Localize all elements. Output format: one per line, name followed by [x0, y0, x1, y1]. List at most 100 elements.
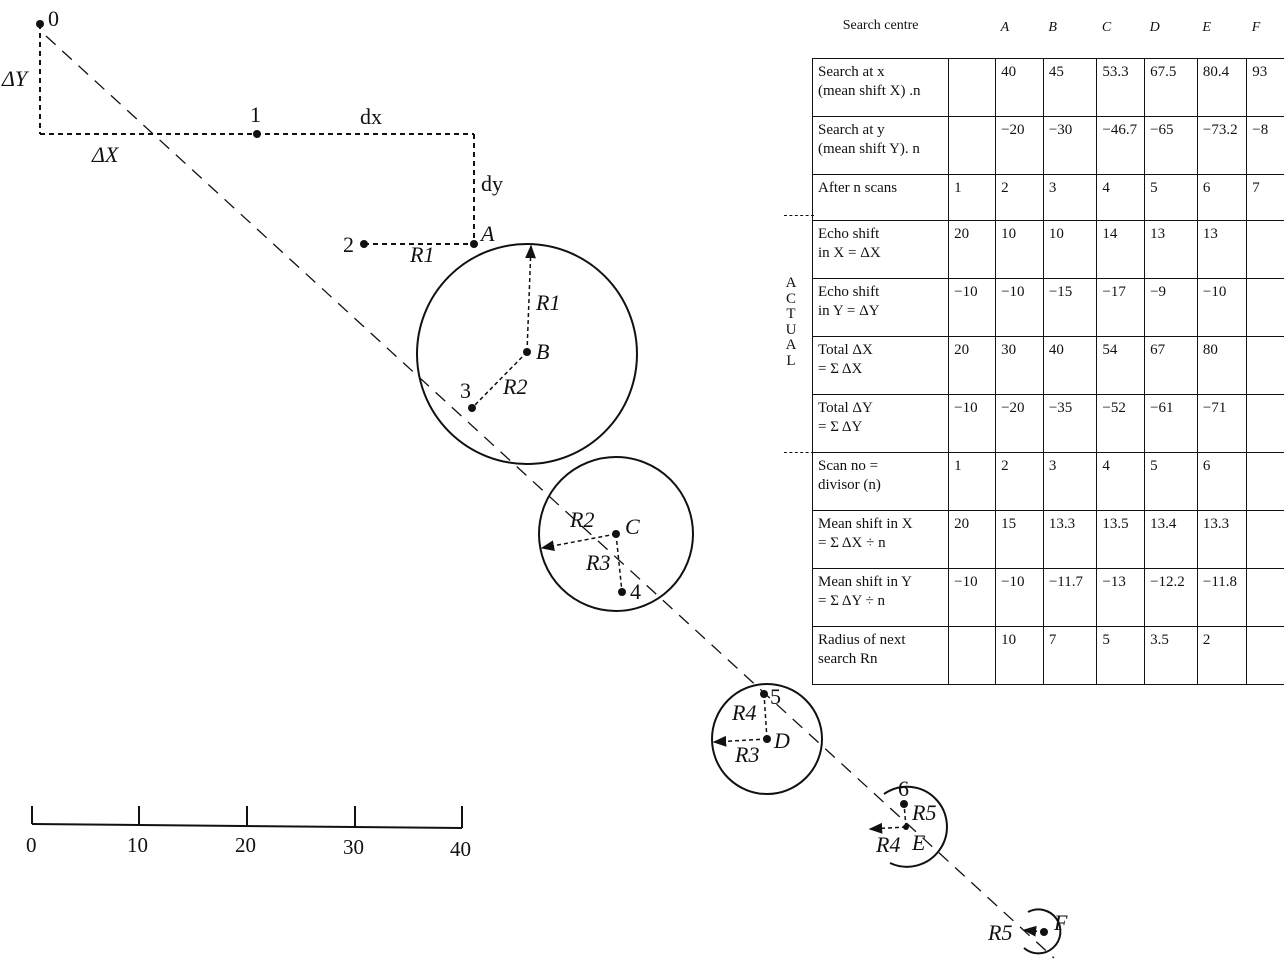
- cell: −10: [948, 567, 997, 627]
- label-0: 0: [48, 6, 59, 31]
- cell: 67.5: [1144, 57, 1198, 117]
- cell: 5: [1096, 625, 1146, 685]
- search-table: Search centre A B C D E F Search at x(me…: [811, 14, 1284, 685]
- table-row: Total ΔY= Σ ΔY −10−20−35−52−61−71: [811, 393, 1284, 453]
- cell: [948, 57, 997, 117]
- cell: −35: [1042, 393, 1098, 453]
- row-label-line: = Σ ΔX: [818, 360, 863, 377]
- label-r4-e: R4: [875, 832, 900, 857]
- actual-separator-top: [784, 215, 814, 216]
- actual-letter: U: [785, 321, 797, 338]
- point-c: [612, 530, 620, 538]
- cell: 13: [1196, 219, 1248, 279]
- cell: −12.2: [1144, 567, 1198, 627]
- cell: [948, 625, 997, 685]
- cell: 13.3: [1196, 509, 1248, 569]
- cell: −10: [995, 567, 1044, 627]
- cell: −13: [1096, 567, 1146, 627]
- table-row: Search at y(mean shift Y). n −20−30−46.7…: [811, 115, 1284, 175]
- cell: 13.4: [1144, 509, 1198, 569]
- point-d: [763, 735, 771, 743]
- header-col-e: E: [1202, 20, 1211, 35]
- search-table-panel: A C T U A L Search centre A B C D E F Se…: [754, 14, 1284, 714]
- cell: 1: [948, 173, 997, 221]
- row-label-line: in Y = ΔY: [818, 302, 880, 319]
- cell: [1246, 625, 1284, 685]
- cell: 5: [1144, 451, 1198, 511]
- search-circle-d: [711, 683, 823, 795]
- row-label-line: Search at y: [818, 121, 885, 138]
- actual-letter: L: [786, 352, 796, 369]
- search-circle-b: [416, 243, 638, 465]
- row-label-line: search Rn: [818, 650, 878, 667]
- point-5: [760, 690, 768, 698]
- cell: −20: [995, 115, 1044, 175]
- label-a: A: [479, 221, 495, 246]
- scale-label-40: 40: [450, 837, 471, 861]
- cell: −10: [948, 277, 997, 337]
- cell: 13.5: [1096, 509, 1146, 569]
- cell: 80: [1196, 335, 1248, 395]
- cell: 6: [1196, 451, 1248, 511]
- cell: [1246, 219, 1284, 279]
- cell: −10: [948, 393, 997, 453]
- point-1: [253, 130, 261, 138]
- cell: 54: [1096, 335, 1146, 395]
- label-r3-d: R3: [734, 742, 759, 767]
- cell: −8: [1246, 115, 1284, 175]
- cell: −9: [1144, 277, 1198, 337]
- r2-vector-b: [471, 351, 528, 409]
- row-label-line: Total ΔY: [818, 399, 873, 416]
- cell: 14: [1096, 219, 1146, 279]
- cell: 13: [1144, 219, 1198, 279]
- label-3: 3: [460, 378, 471, 403]
- r2-vector-c: [540, 533, 617, 552]
- point-4: [618, 588, 626, 596]
- cell: 40: [995, 57, 1044, 117]
- point-e: [903, 824, 909, 830]
- cell: 3: [1042, 173, 1098, 221]
- r4-vector-d: [763, 693, 768, 740]
- label-r2-c: R2: [569, 507, 594, 532]
- cell: −30: [1042, 115, 1098, 175]
- label-d: D: [773, 728, 790, 753]
- cell: 30: [995, 335, 1044, 395]
- label-r5-e: R5: [911, 800, 936, 825]
- r3-vector-c: [615, 533, 623, 593]
- label-e: E: [911, 830, 926, 855]
- label-5: 5: [770, 684, 781, 709]
- cell: 10: [995, 219, 1044, 279]
- cell: −11.8: [1196, 567, 1248, 627]
- row-label-line: (mean shift Y). n: [818, 140, 920, 157]
- point-3: [468, 404, 476, 412]
- cell: 3.5: [1144, 625, 1198, 685]
- cell: 3: [1042, 451, 1098, 511]
- scale-label-10: 10: [127, 833, 148, 857]
- cell: −65: [1144, 115, 1198, 175]
- cell: −15: [1042, 277, 1098, 337]
- cell: 2: [995, 451, 1044, 511]
- point-6: [900, 800, 908, 808]
- search-arc-e: [883, 785, 948, 868]
- row-label-line: Mean shift in X: [818, 515, 913, 532]
- cell: −10: [995, 277, 1044, 337]
- cell: −71: [1196, 393, 1248, 453]
- row-label-line: (mean shift X) .n: [818, 82, 921, 99]
- label-dy: dy: [481, 171, 503, 196]
- cell: [1246, 451, 1284, 511]
- cell: 13.3: [1042, 509, 1098, 569]
- label-4: 4: [630, 579, 641, 604]
- cell: −61: [1144, 393, 1198, 453]
- header-search-centre: Search centre: [842, 18, 919, 33]
- search-arc-f: [1023, 908, 1062, 955]
- cell: 20: [948, 335, 997, 395]
- r3-vector-d: [712, 735, 768, 747]
- label-r5-f: R5: [987, 920, 1012, 945]
- label-b: B: [536, 339, 549, 364]
- point-2: [360, 240, 368, 248]
- cell: 4: [1096, 451, 1146, 511]
- row-label-line: in X = ΔX: [818, 244, 881, 261]
